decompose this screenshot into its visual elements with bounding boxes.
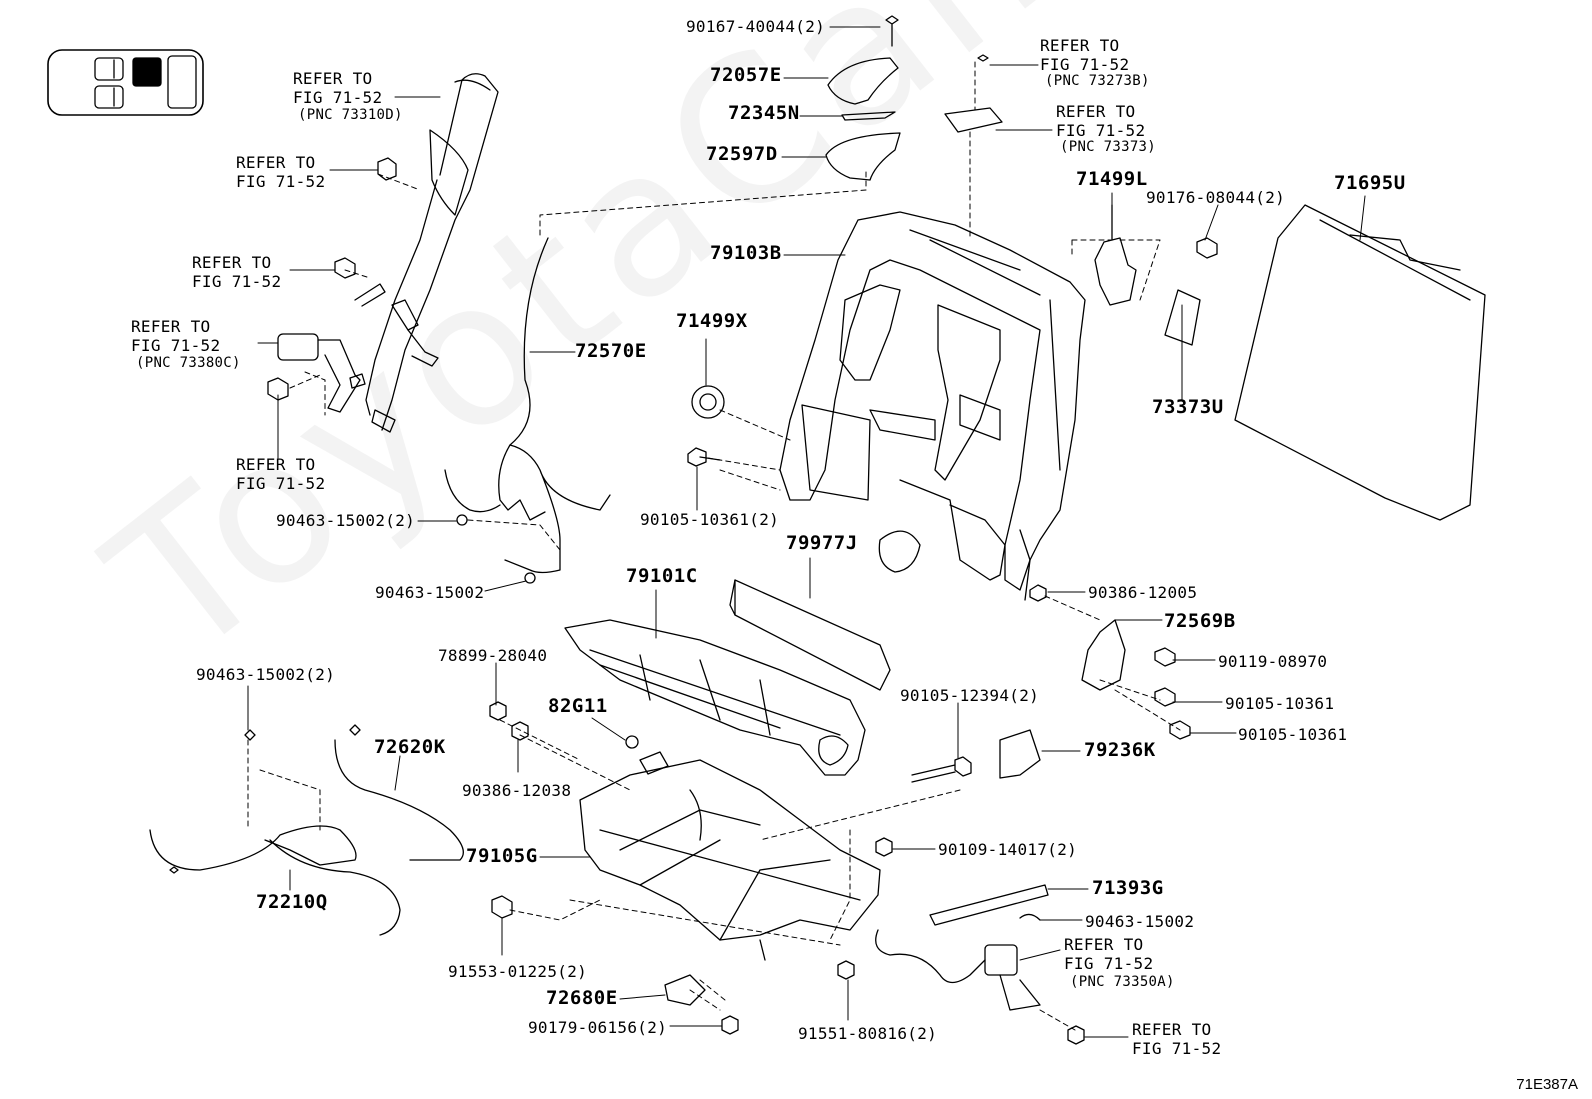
- label-73373U: 73373U: [1152, 396, 1224, 418]
- label-refer-nut-3: REFER TO FIG 71-52: [236, 455, 326, 493]
- label-72057E: 72057E: [710, 64, 782, 86]
- release-cable-upper: [444, 237, 611, 584]
- label-refer-nut-1: REFER TO FIG 71-52: [236, 153, 326, 191]
- cushion-pad: [729, 579, 891, 691]
- label-90119-08970: 90119-08970: [1218, 652, 1328, 671]
- fasteners-lower: [489, 701, 1085, 1045]
- label-pnc-73373: (PNC 73373): [1060, 139, 1157, 155]
- bracket-right: [1029, 584, 1191, 740]
- label-pnc-73380C: (PNC 73380C): [136, 355, 241, 371]
- label-90386-12005: 90386-12005: [1088, 583, 1198, 602]
- label-72345N: 72345N: [728, 102, 800, 124]
- label-pnc-73350A: (PNC 73350A): [1070, 974, 1175, 990]
- long-bolt: [911, 756, 972, 783]
- label-72620K: 72620K: [374, 736, 446, 758]
- seat-belt-assembly: [354, 73, 499, 433]
- label-pnc-73310D: (PNC 73310D): [298, 107, 403, 123]
- label-refer-73373: REFER TO FIG 71-52: [1056, 102, 1146, 140]
- label-90463-15002-b: 90463-15002: [1085, 912, 1195, 931]
- label-71393G: 71393G: [1092, 877, 1164, 899]
- recliner-right: [1094, 204, 1218, 346]
- dashed-guides: [247, 61, 1181, 1031]
- label-refer-73310D: REFER TO FIG 71-52: [293, 69, 383, 107]
- cables-lower: [149, 724, 464, 936]
- label-91553-01225: 91553-01225(2): [448, 962, 588, 981]
- seat-base-frame: [579, 751, 881, 961]
- leader-lines: [247, 26, 1366, 1038]
- label-72570E: 72570E: [575, 340, 647, 362]
- seatback-frame: [779, 211, 1086, 601]
- label-refer-73350A: REFER TO FIG 71-52: [1064, 935, 1154, 973]
- label-90109-14017: 90109-14017(2): [938, 840, 1078, 859]
- label-91551-80816: 91551-80816(2): [798, 1024, 938, 1043]
- label-refer-nut-2: REFER TO FIG 71-52: [192, 253, 282, 291]
- label-79101C: 79101C: [626, 565, 698, 587]
- label-72680E: 72680E: [546, 987, 618, 1009]
- label-72210Q: 72210Q: [256, 891, 328, 913]
- label-refer-bottom: REFER TO FIG 71-52: [1132, 1020, 1222, 1058]
- label-79977J: 79977J: [786, 532, 858, 554]
- label-90105-10361-a: 90105-10361: [1225, 694, 1335, 713]
- label-90386-12038: 90386-12038: [462, 781, 572, 800]
- label-79103B: 79103B: [710, 242, 782, 264]
- label-90167-40044: 90167-40044(2): [686, 17, 826, 36]
- label-pnc-73273B: (PNC 73273B): [1045, 73, 1150, 89]
- label-90463-15002-a: 90463-15002: [375, 583, 485, 602]
- label-71695U: 71695U: [1334, 172, 1406, 194]
- label-72569B: 72569B: [1164, 610, 1236, 632]
- nuts-left: [267, 157, 397, 401]
- seat-cushion-frame: [564, 619, 866, 776]
- label-90463-15002-2b: 90463-15002(2): [196, 665, 336, 684]
- label-90463-15002-2a: 90463-15002(2): [276, 511, 416, 530]
- label-78899-28040: 78899-28040: [438, 646, 548, 665]
- strap-and-harness: [875, 884, 1049, 1011]
- recliner-left: [687, 385, 725, 467]
- label-90179-06156: 90179-06156(2): [528, 1018, 668, 1037]
- buckle-left: [277, 333, 366, 413]
- seatback-board: [1234, 204, 1486, 521]
- label-refer-73380C: REFER TO FIG 71-52: [131, 317, 221, 355]
- label-90105-10361-2: 90105-10361(2): [640, 510, 780, 529]
- label-90105-12394: 90105-12394(2): [900, 686, 1040, 705]
- figure-code: 71E387A: [1516, 1076, 1578, 1093]
- label-71499X: 71499X: [676, 310, 748, 332]
- label-79236K: 79236K: [1084, 739, 1156, 761]
- label-90176-08044: 90176-08044(2): [1146, 188, 1286, 207]
- label-90105-10361-b: 90105-10361: [1238, 725, 1348, 744]
- label-refer-73273B: REFER TO FIG 71-52: [1040, 36, 1130, 74]
- cover-bracket: [999, 729, 1041, 779]
- label-71499L: 71499L: [1076, 168, 1148, 190]
- label-72597D: 72597D: [706, 143, 778, 165]
- label-79105G: 79105G: [466, 845, 538, 867]
- seat-position-icon: [47, 49, 204, 116]
- label-82G11: 82G11: [548, 695, 608, 717]
- top-trim-parts: [825, 15, 1003, 181]
